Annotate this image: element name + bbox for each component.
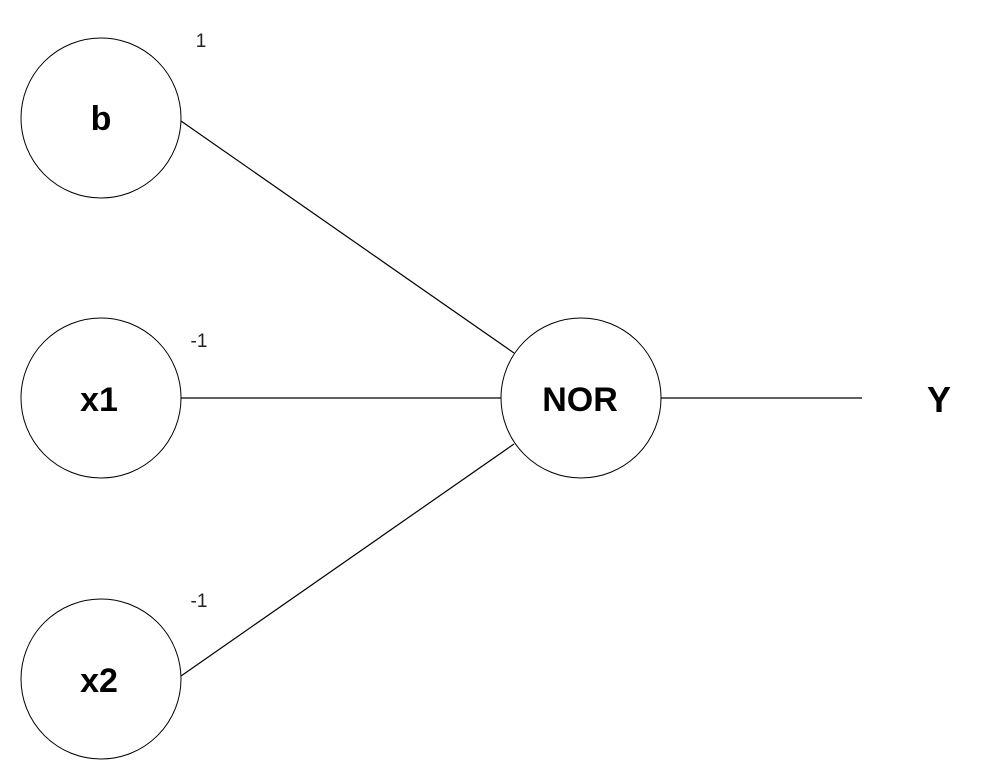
node-label: b (91, 100, 112, 138)
output-label: Y (927, 379, 951, 420)
input-node-b: b (20, 37, 182, 199)
gate-label: NOR (542, 381, 618, 419)
edge-b-to-nor (180, 120, 515, 354)
edge-x2-to-nor (180, 443, 515, 677)
input-node-x1: x1 (20, 317, 182, 479)
nor-node: NOR (500, 317, 662, 479)
input-node-x2: x2 (20, 598, 182, 760)
node-circle (500, 317, 662, 479)
node-circle (20, 598, 182, 760)
node-circle (20, 37, 182, 199)
node-circle (20, 317, 182, 479)
node-label: x2 (80, 662, 118, 700)
weight-label-b: 1 (196, 31, 207, 52)
weight-label-x2: -1 (191, 591, 208, 612)
weight-label-x1: -1 (191, 331, 208, 352)
node-label: x1 (80, 381, 118, 419)
